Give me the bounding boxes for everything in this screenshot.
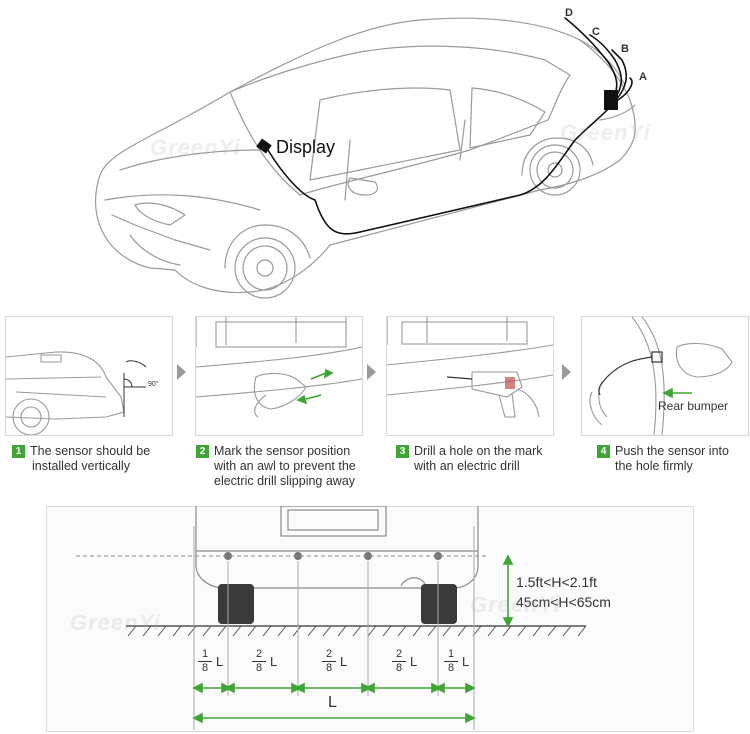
step-arrow-icon [562, 364, 571, 380]
fraction-unit: L [462, 654, 470, 669]
display-label: Display [276, 137, 336, 157]
step-3-panel [386, 316, 554, 436]
sensor-letter-d: D [565, 7, 573, 19]
total-length-label: L [328, 694, 337, 711]
step-arrow-icon [177, 364, 186, 380]
sensor-dot [364, 552, 372, 560]
height-ft-label: 1.5ft<H<2.1ft [516, 574, 597, 590]
installation-diagram [76, 506, 587, 730]
fraction-unit: L [340, 654, 348, 669]
height-cm-label: 45cm<H<65cm [516, 594, 611, 610]
watermark: GreenYi [150, 135, 241, 160]
sensor-dot [294, 552, 302, 560]
step-1-panel: 90° [5, 316, 173, 436]
angle-label: 90° [148, 381, 159, 388]
display-unit-icon [256, 138, 272, 154]
step-2-panel [195, 316, 363, 436]
watermark: GreenYi [560, 120, 651, 145]
sensor-dot [434, 552, 442, 560]
step-number-badge: 3 [396, 445, 409, 458]
fraction-unit: L [270, 654, 278, 669]
right-tire [421, 584, 457, 624]
car-illustration [94, 17, 636, 299]
step-number-badge: 4 [597, 445, 610, 458]
sensor-dot [224, 552, 232, 560]
fraction-unit: L [410, 654, 418, 669]
sensor-letter-c: C [592, 26, 600, 38]
watermark: GreenYi [70, 610, 161, 635]
control-box-icon [604, 90, 618, 110]
sensor-letter-b: B [621, 43, 629, 55]
step-number-badge: 2 [196, 445, 209, 458]
fraction-unit: L [216, 654, 224, 669]
left-tire [218, 584, 254, 624]
rear-bumper-label: Rear bumper [658, 399, 729, 413]
watermark: GreenYi [470, 592, 561, 617]
sensor-letter-a: A [639, 71, 647, 83]
step-number-badge: 1 [12, 445, 25, 458]
step-arrow-icon [367, 364, 376, 380]
step-4-panel: Rear bumper [581, 316, 749, 436]
